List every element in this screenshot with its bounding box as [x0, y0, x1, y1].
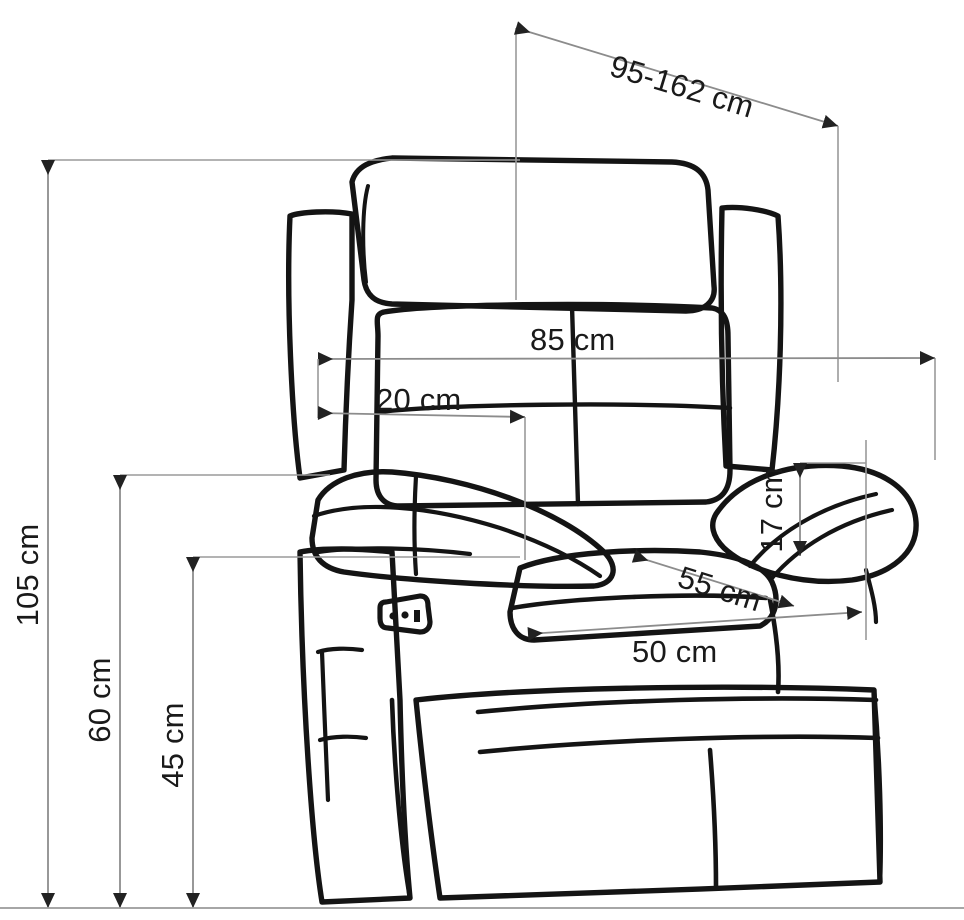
- dimension-backrest-height: 60 cm: [82, 474, 330, 908]
- chair-base: [413, 684, 883, 901]
- dimension-overall-height: 105 cm: [10, 159, 520, 908]
- dimension-line: [317, 351, 936, 366]
- dimension-overall-width: 85 cm: [317, 322, 936, 460]
- headrest-crease: [361, 184, 370, 284]
- dimension-label-seat-height: 45 cm: [155, 702, 190, 787]
- dimension-line: [631, 549, 795, 609]
- power-button-body: [377, 593, 433, 635]
- right-armrest-support: [863, 567, 879, 625]
- right-armrest-cushion: [710, 462, 919, 585]
- base-seam-upper: [475, 696, 879, 715]
- dimension-label-overall-height: 105 cm: [10, 524, 45, 627]
- dimension-label-backrest-height: 60 cm: [82, 657, 117, 742]
- dimension-backrest-offset: 20 cm: [317, 359, 526, 560]
- dimension-label-armrest-height: 17 cm: [754, 467, 789, 552]
- dimension-label-backrest-offset: 20 cm: [376, 382, 461, 417]
- base-seam-vertical: [707, 747, 719, 891]
- left-armrest-cushion: [309, 469, 616, 590]
- headrest-cushion: [349, 155, 717, 314]
- dimension-armrest-height: 17 cm: [754, 440, 867, 640]
- dimension-seat-height: 45 cm: [155, 556, 520, 908]
- dimension-label-seat-width: 50 cm: [632, 634, 717, 669]
- seat-to-base-right: [767, 597, 781, 695]
- backrest-seam-vertical: [569, 303, 581, 507]
- left-armrest-seam-1: [311, 504, 603, 579]
- dimension-line: [527, 606, 863, 641]
- side-pocket: [315, 646, 365, 655]
- backrest-right-wing: [718, 204, 784, 473]
- dimension-label-overall-width: 85 cm: [530, 322, 615, 357]
- base-right-edge: [871, 687, 884, 885]
- base-seam-lower: [477, 734, 881, 755]
- power-button-dot-2: [401, 611, 409, 619]
- recliner-illustration: [286, 155, 919, 905]
- backrest-cushion: [373, 301, 733, 509]
- dimension-seat-width: 50 cm: [527, 606, 863, 669]
- dimension-line: [317, 406, 526, 424]
- power-button-bar: [414, 610, 420, 622]
- power-button-icon: [377, 593, 433, 635]
- backrest-left-wing: [286, 209, 355, 481]
- power-button-dot-1: [389, 612, 397, 620]
- right-armrest-seam-2: [769, 507, 895, 581]
- dimension-label-reclined-depth: 95-162 cm: [606, 48, 758, 124]
- left-armrest-seam-3: [412, 473, 419, 577]
- side-pocket-edge: [319, 649, 331, 803]
- dimension-line: [513, 21, 839, 129]
- body-left-contour: [389, 697, 413, 901]
